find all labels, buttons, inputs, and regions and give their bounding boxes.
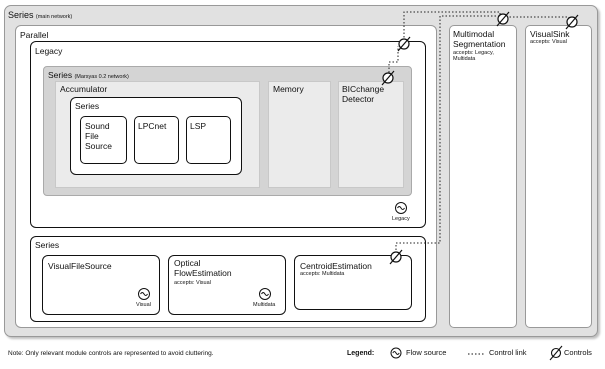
legend-title: Legend: bbox=[347, 350, 375, 357]
multimodal-accepts-line-2: Multidata bbox=[453, 56, 476, 62]
optical-flow-line-1: Optical bbox=[174, 258, 201, 268]
centroid-accepts: accepts: Multidata bbox=[300, 271, 345, 277]
inner-series-title: Series bbox=[75, 101, 100, 111]
marsyas-series-subtitle: (Marsyas 0.2 network) bbox=[74, 74, 129, 80]
lsp-module bbox=[186, 116, 231, 164]
bottom-series-title: Series bbox=[35, 240, 60, 250]
optical-flow-label: Optical FlowEstimation bbox=[174, 258, 232, 278]
multimodal-line-2: Segmentation bbox=[453, 39, 506, 49]
multimodal-label: Multimodal Segmentation bbox=[453, 29, 505, 49]
sound-file-source-line-1: Sound bbox=[85, 121, 110, 131]
lpcnet-title: LPCnet bbox=[138, 121, 167, 131]
bic-line-1: BICchange bbox=[342, 84, 385, 94]
multimodal-segmentation-module bbox=[449, 25, 517, 328]
sound-file-source-module bbox=[80, 116, 127, 164]
optical-flow-accepts: accepts: Visual bbox=[174, 280, 211, 286]
visual-flow-label: Visual bbox=[136, 302, 151, 308]
sound-file-source-line-2: File bbox=[85, 131, 99, 141]
legend-controls-icon bbox=[549, 345, 563, 361]
lpcnet-module bbox=[134, 116, 179, 164]
legend-controls-label: Controls bbox=[564, 348, 592, 357]
legend-control-link-label: Control link bbox=[489, 348, 527, 357]
multidata-flow-label: Multidata bbox=[253, 302, 276, 308]
main-series-title: Series bbox=[8, 10, 34, 20]
legend-flow-source-icon bbox=[390, 347, 402, 359]
bic-change-detector-module bbox=[338, 81, 404, 188]
visual-sink-module bbox=[525, 25, 592, 328]
visual-file-source-module bbox=[42, 255, 160, 315]
bic-line-2: Detector bbox=[342, 94, 375, 104]
lsp-title: LSP bbox=[190, 121, 207, 131]
memory-module bbox=[268, 81, 331, 188]
footer-note: Note: Only relevant module controls are … bbox=[8, 350, 214, 357]
multimodal-line-1: Multimodal bbox=[453, 29, 495, 39]
main-series-label: Series (main network) bbox=[8, 10, 72, 22]
marsyas-series-title: Series bbox=[48, 70, 73, 80]
visual-file-source-title: VisualFileSource bbox=[48, 261, 112, 271]
visual-sink-accepts: accepts: Visual bbox=[530, 39, 567, 45]
multimodal-accepts: accepts: Legacy, Multidata bbox=[453, 50, 494, 62]
legend-flow-source-label: Flow source bbox=[406, 348, 447, 357]
memory-title: Memory bbox=[273, 84, 304, 94]
legacy-flow-label: Legacy bbox=[392, 216, 410, 222]
main-series-subtitle: (main network) bbox=[35, 14, 73, 20]
sound-file-source-line-3: Source bbox=[85, 141, 112, 151]
optical-flow-line-2: FlowEstimation bbox=[174, 268, 232, 278]
legacy-title: Legacy bbox=[35, 46, 63, 56]
sound-file-source-label: Sound File Source bbox=[85, 121, 112, 151]
optical-flow-estimation-module bbox=[168, 255, 286, 315]
parallel-title: Parallel bbox=[20, 30, 49, 40]
visual-sink-title: VisualSink bbox=[530, 29, 570, 39]
accumulator-title: Accumulator bbox=[60, 84, 108, 94]
marsyas-series-label: Series (Marsyas 0.2 network) bbox=[48, 70, 129, 82]
centroid-title: CentroidEstimation bbox=[300, 261, 372, 271]
bic-change-detector-label: BICchange Detector bbox=[342, 84, 384, 104]
